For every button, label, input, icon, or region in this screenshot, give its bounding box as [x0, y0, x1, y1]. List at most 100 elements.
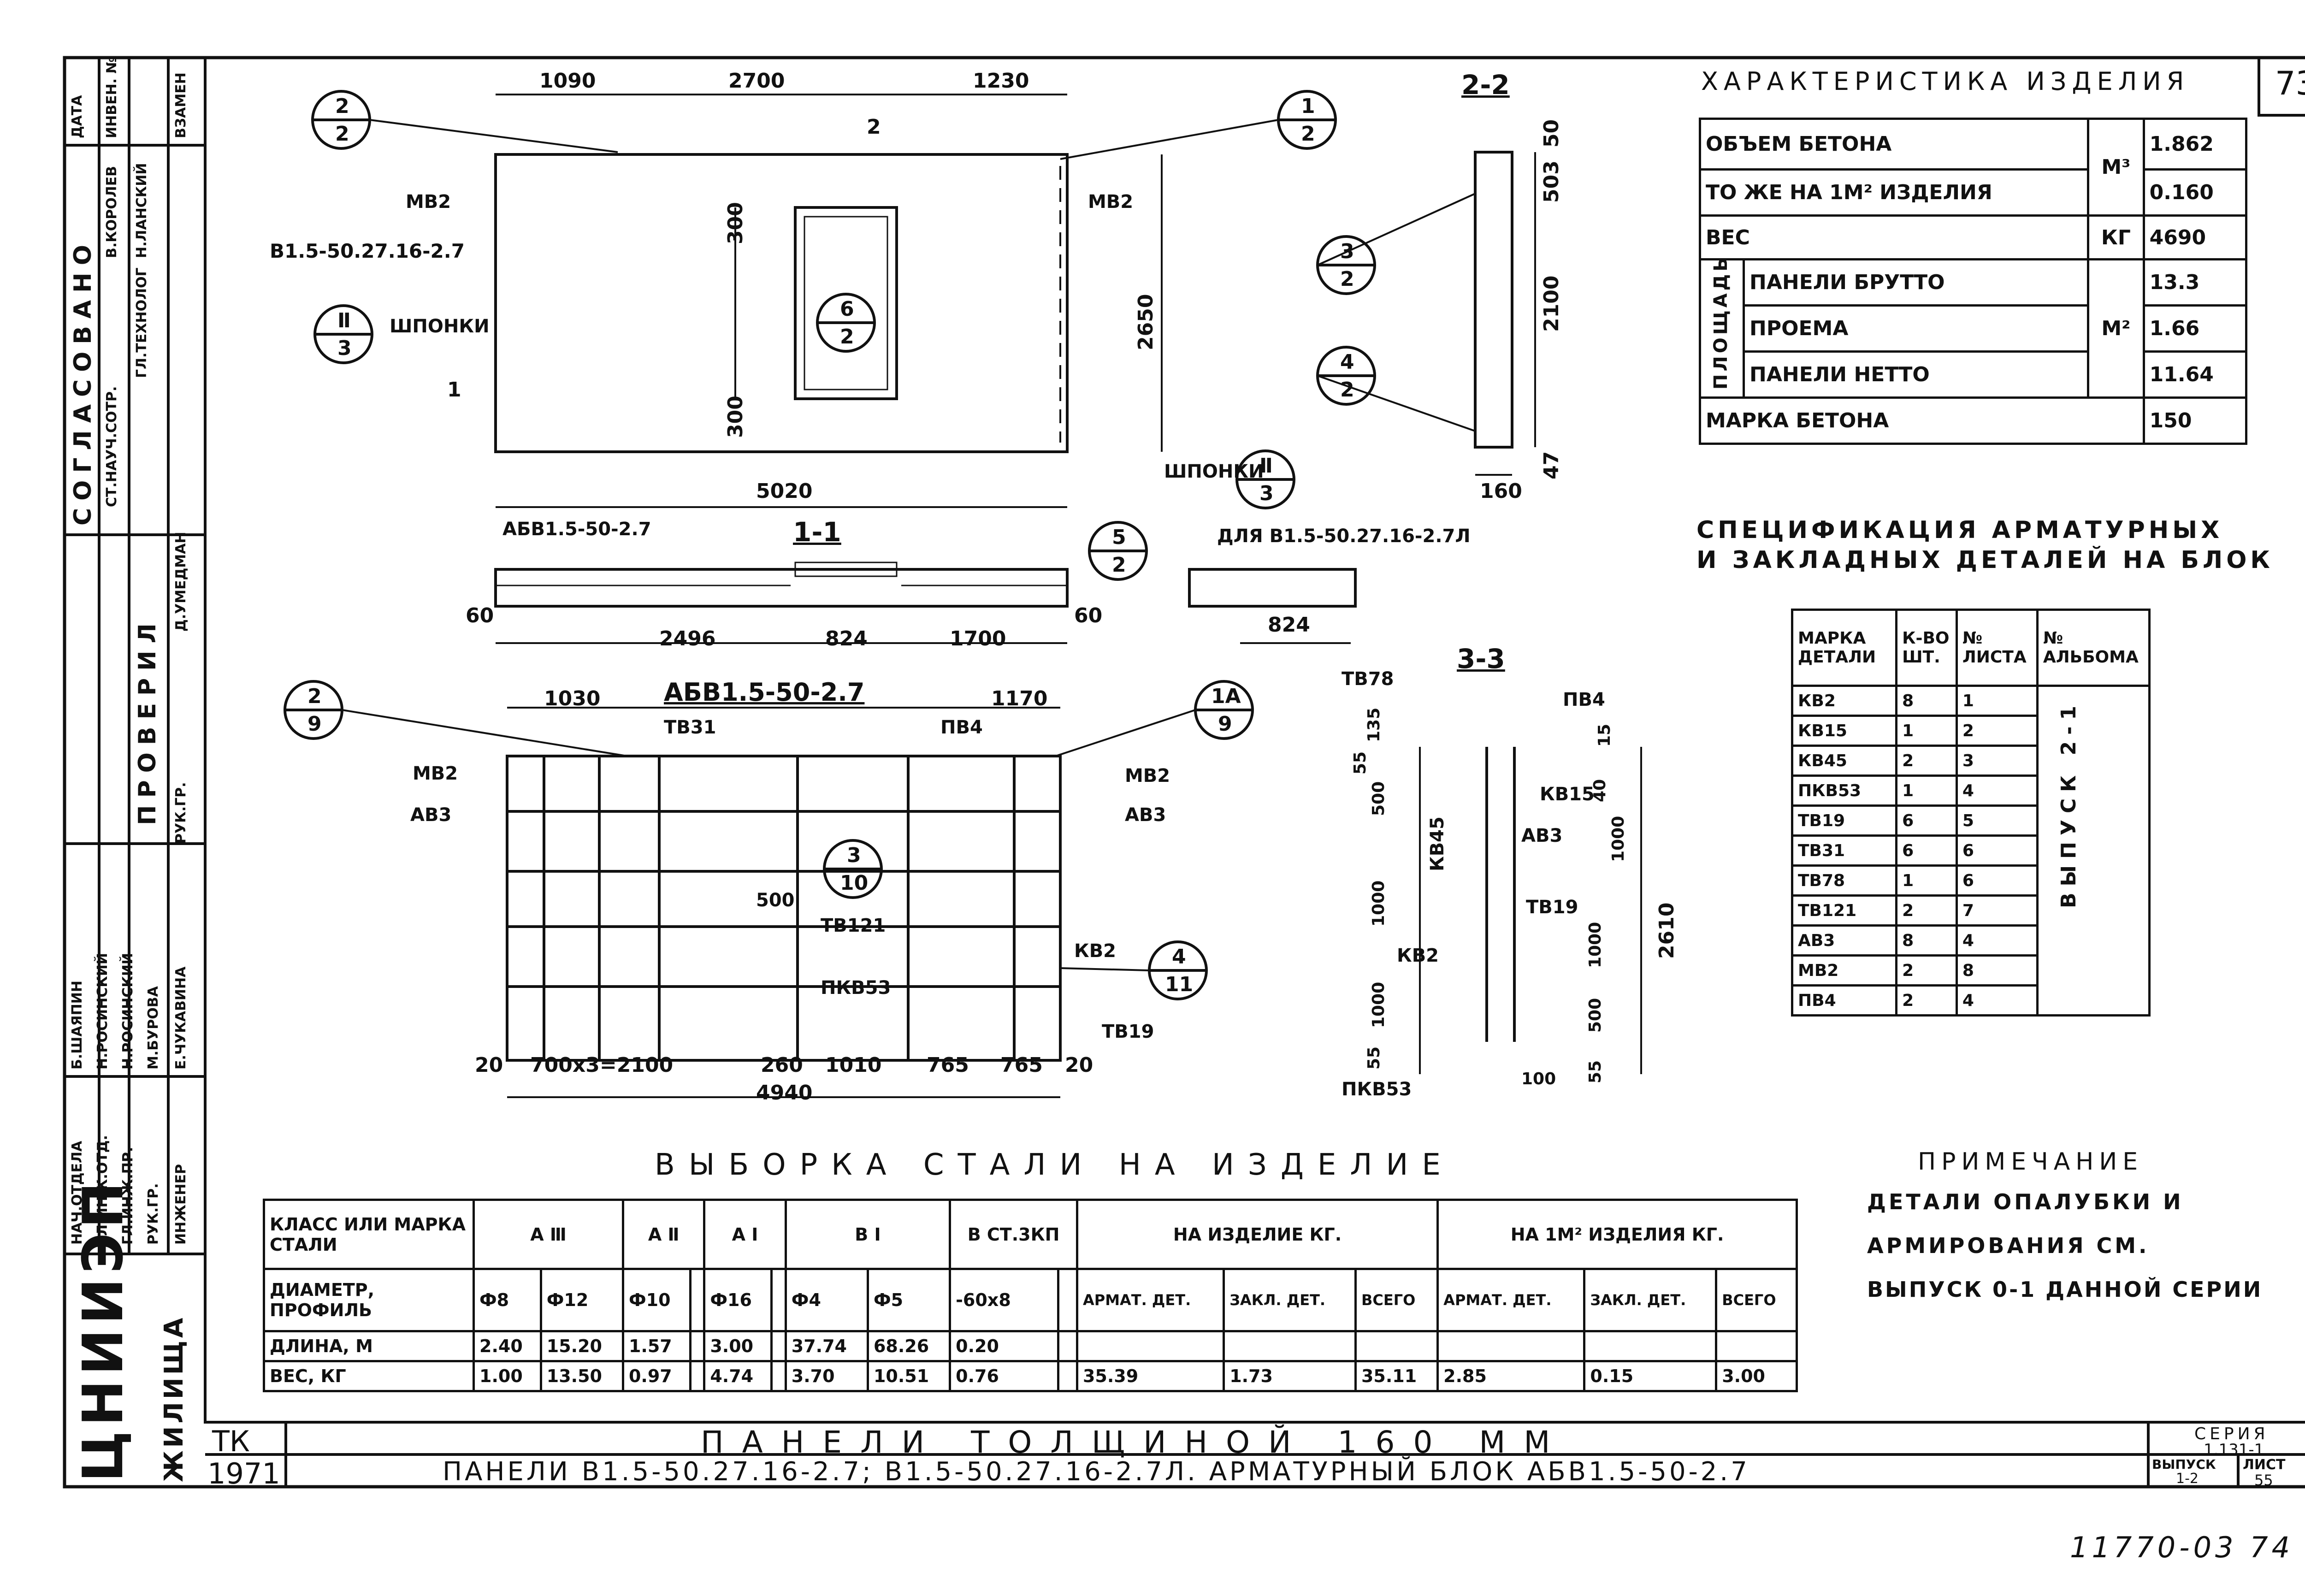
char-unit: М³ [2087, 118, 2145, 217]
block-dim-bot-1: 20 [475, 1053, 503, 1077]
sec33-label-kv2: КВ2 [1397, 945, 1439, 966]
callout-top: 3 [1340, 240, 1354, 263]
callout-bot: 2 [335, 122, 349, 146]
dim-top-1: 1090 [539, 69, 596, 93]
steel-diam: Ф8 [473, 1268, 542, 1332]
spec-cell: 7 [1955, 894, 2039, 927]
spec-cell: 1 [1895, 774, 1958, 807]
dim-2650: 2650 [1134, 294, 1158, 350]
callout-top: 5 [1112, 526, 1126, 549]
cut-mark-2: 2 [867, 115, 881, 139]
steel-weight: 0.76 [949, 1360, 1060, 1392]
spec-cell: МВ2 [1791, 954, 1898, 987]
page-subtitle: ПАНЕЛИ В1.5-50.27.16-2.7; В1.5-50.27.16-… [443, 1457, 1750, 1487]
head-col-inv: ИНВЕН. № [104, 57, 120, 138]
note-line: ДЕТАЛИ ОПАЛУБКИ И [1867, 1189, 2184, 1214]
block-label-500: 500 [756, 890, 795, 911]
sec33-dim-13: 2610 [1655, 902, 1679, 959]
section-1-1-title: 1-1 [793, 516, 841, 548]
block-label-pv4: ПВ4 [940, 717, 983, 738]
steel-title: ВЫБОРКА СТАЛИ НА ИЗДЕЛИЕ [655, 1148, 1454, 1182]
steel-subhead: ЗАКЛ. ДЕТ. [1583, 1268, 1718, 1332]
block-dim-bot-3: 260 [761, 1053, 803, 1077]
block-dim-4940: 4940 [756, 1081, 813, 1105]
note-line: АРМИРОВАНИЯ СМ. [1867, 1233, 2150, 1258]
staff-role-4: РУК.ГР. [145, 1183, 161, 1245]
spec-cell: ТВ19 [1791, 804, 1898, 837]
steel-per-m2: НА 1М² ИЗДЕЛИЯ КГ. [1436, 1199, 1798, 1270]
steel-diam [1057, 1268, 1078, 1332]
spec-cell: 2 [1895, 954, 1958, 987]
dim-824b: 824 [1268, 613, 1310, 637]
callout-top: 6 [840, 297, 854, 321]
steel-subhead: АРМАТ. ДЕТ. [1436, 1268, 1586, 1332]
staff-name-1: Б.ШАЯПИН [69, 981, 85, 1070]
block-label-av3-l: АВ3 [410, 804, 452, 826]
steel-weight: 1.00 [473, 1360, 542, 1392]
spec-head: МАРКА ДЕТАЛИ [1791, 609, 1898, 687]
steel-diam: Ф16 [703, 1268, 773, 1332]
sec33-label-av3: АВ3 [1521, 825, 1563, 846]
dim-top-2: 2700 [728, 69, 785, 93]
steel-diam-label: ДИАМЕТР, ПРОФИЛЬ [263, 1268, 475, 1332]
spec-title-2: И ЗАКЛАДНЫХ ДЕТАЛЕЙ НА БЛОК [1696, 546, 2274, 574]
section-3-3-title: 3-3 [1457, 643, 1505, 674]
callout-bot: 9 [1218, 712, 1232, 736]
char-value: 150 [2142, 396, 2248, 445]
spec-cell: 8 [1955, 954, 2039, 987]
agreed-title: СОГЛАСОВАНО [69, 237, 97, 526]
abv-label-top: АБВ1.5-50-2.7 [502, 519, 651, 540]
callout-bot: 2 [1340, 267, 1354, 291]
sec33-dim-8: 1000 [1609, 816, 1628, 862]
dim-11-e: 60 [1074, 604, 1103, 627]
steel-length: 0.20 [949, 1330, 1060, 1362]
callout-top: Ⅱ [1259, 454, 1273, 478]
block-label-tb31: ТВ31 [664, 717, 716, 738]
steel-per-item: НА ИЗДЕЛИЕ КГ. [1076, 1199, 1439, 1270]
callout-bot: 11 [1165, 973, 1194, 996]
steel-class: А Ⅲ [473, 1199, 624, 1270]
block-dim-top-1: 1030 [544, 687, 601, 710]
steel-subhead: ЗАКЛ. ДЕТ. [1223, 1268, 1357, 1332]
sec33-dim-1: 55 [1351, 751, 1370, 774]
characteristics-table: ОБЪЕМ БЕТОНА М³ 1.862 ТО ЖЕ НА 1М² ИЗДЕЛ… [1698, 118, 2248, 445]
spec-cell: 1 [1955, 685, 2039, 717]
tk-label: ТК [212, 1425, 250, 1458]
sec33-dim-2: 500 [1369, 781, 1388, 816]
block-label-av3-r: АВ3 [1125, 804, 1166, 826]
block-title: АБВ1.5-50-2.7 [664, 678, 865, 707]
series-code: 1.131-1 [2204, 1441, 2264, 1459]
head-col-repl: ВЗАМЕН [173, 72, 189, 138]
steel-class: А Ⅱ [621, 1199, 706, 1270]
spec-cell: 6 [1895, 834, 1958, 867]
sheet-label: ЛИСТ [2243, 1457, 2286, 1473]
steel-weight [770, 1360, 787, 1392]
char-name: ПАНЕЛИ НЕТТО [1742, 350, 2090, 399]
spec-cell: 3 [1955, 745, 2039, 777]
series-label: СЕРИЯ [2194, 1425, 2269, 1443]
spec-cell: 8 [1895, 924, 1958, 957]
shponki-right: ШПОНКИ [1164, 461, 1264, 482]
steel-weight [1057, 1360, 1078, 1392]
sec33-dim-3: 1000 [1369, 880, 1388, 927]
checked-role: РУК.ГР. [173, 782, 189, 844]
steel-total: 1.73 [1223, 1360, 1357, 1392]
footer-code: 11770-03 74 [2070, 1531, 2294, 1564]
steel-weight: 3.70 [784, 1360, 869, 1392]
dim-11-c: 824 [825, 627, 868, 650]
steel-total: 35.39 [1076, 1360, 1225, 1392]
spec-cell: КВ2 [1791, 685, 1898, 717]
steel-length: 15.20 [539, 1330, 624, 1362]
staff-name-5: Е.ЧУКАВИНА [173, 966, 189, 1070]
dim-300a: 300 [724, 202, 747, 244]
steel-length: 3.00 [703, 1330, 773, 1362]
sheet-value: 55 [2254, 1472, 2273, 1489]
char-name: ОБЪЕМ БЕТОНА [1698, 118, 2090, 171]
block-dim-bot-7: 20 [1065, 1053, 1093, 1077]
spec-cell: 5 [1955, 804, 2039, 837]
steel-class: А Ⅰ [703, 1199, 787, 1270]
album-label: ВЫПУСК 2-1 [2057, 699, 2080, 908]
steel-weight [689, 1360, 706, 1392]
char-value: 1.66 [2142, 304, 2248, 353]
agreed-name-1: В.КОРОЛЕВ [104, 166, 120, 258]
